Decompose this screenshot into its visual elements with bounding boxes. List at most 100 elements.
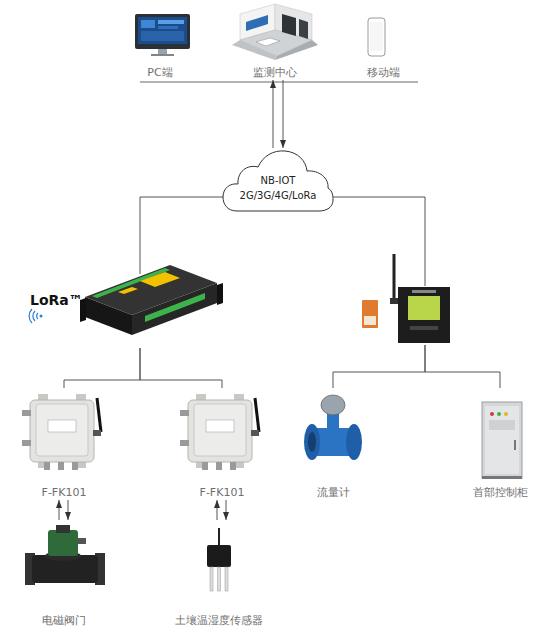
node-caption: 土壤温湿度传感器 bbox=[175, 614, 263, 628]
connector bbox=[64, 348, 140, 388]
terminal-box bbox=[97, 398, 101, 432]
pc-monitor bbox=[135, 14, 190, 49]
connector bbox=[425, 345, 500, 388]
connector bbox=[273, 80, 274, 148]
field-controller bbox=[362, 254, 450, 343]
client-bar bbox=[140, 82, 418, 83]
lora-logo-icon bbox=[40, 315, 43, 318]
terminal-node: F-FK101 bbox=[176, 388, 268, 500]
field-controller bbox=[408, 296, 440, 320]
mobile-client-node: 移动端 bbox=[350, 10, 416, 80]
pc-client-node: PC端 bbox=[115, 10, 205, 80]
node-caption: F-FK101 bbox=[200, 486, 245, 500]
controller-node bbox=[358, 286, 453, 345]
lora-gateway bbox=[145, 293, 205, 322]
field-controller bbox=[398, 287, 450, 343]
node-caption: 首部控制柜 bbox=[473, 486, 528, 500]
node-caption: F-FK101 bbox=[42, 486, 87, 500]
mobile-phone bbox=[368, 18, 385, 56]
pc-monitor bbox=[151, 54, 174, 56]
pc-monitor bbox=[141, 20, 155, 28]
cloud-shape bbox=[223, 151, 333, 211]
edge-group bbox=[59, 80, 500, 520]
network-cloud: NB-IOT2G/3G/4G/LoRa bbox=[223, 148, 333, 212]
node-caption: 监测中心 bbox=[253, 66, 297, 80]
node-caption: 流量计 bbox=[317, 486, 350, 500]
terminal-box bbox=[30, 400, 94, 462]
lora-gateway bbox=[140, 272, 180, 287]
soil-sensor bbox=[218, 567, 221, 591]
connector bbox=[283, 80, 284, 148]
control-cabinet bbox=[485, 406, 519, 474]
control-cabinet bbox=[497, 412, 501, 416]
flow-meter bbox=[321, 395, 345, 415]
lora-gateway bbox=[80, 265, 223, 335]
soil-sensor bbox=[218, 528, 220, 545]
terminal-box bbox=[48, 420, 76, 432]
solenoid-valve bbox=[48, 530, 78, 556]
terminal-box bbox=[22, 440, 31, 446]
monitoring-room bbox=[282, 14, 296, 36]
monitoring-room bbox=[232, 4, 318, 60]
control-cabinet bbox=[482, 402, 522, 478]
terminal-box bbox=[22, 394, 101, 470]
connector bbox=[68, 500, 69, 520]
terminal-box bbox=[22, 410, 31, 416]
monitoring-room bbox=[299, 19, 308, 39]
valve-node: 电磁阀门 bbox=[18, 520, 110, 628]
pc-monitor bbox=[158, 26, 178, 29]
terminal-box bbox=[72, 462, 78, 470]
terminal-box bbox=[36, 404, 88, 456]
solenoid-valve bbox=[78, 538, 86, 544]
mobile-phone bbox=[370, 22, 383, 51]
mobile-phone bbox=[368, 18, 385, 56]
soil-sensor bbox=[225, 567, 228, 591]
field-controller bbox=[410, 326, 438, 330]
pc-monitor bbox=[158, 49, 167, 54]
control-cabinet bbox=[482, 402, 522, 479]
terminal-node: F-FK101 bbox=[18, 388, 110, 500]
soil-sensor bbox=[210, 567, 213, 591]
flow-meter bbox=[346, 424, 362, 460]
field-controller bbox=[362, 300, 378, 328]
field-controller bbox=[393, 254, 396, 300]
lora-logo-icon bbox=[37, 313, 38, 319]
lora-logo-icon bbox=[29, 309, 32, 323]
field-controller bbox=[412, 290, 436, 293]
connector bbox=[140, 348, 222, 388]
terminal-box bbox=[58, 462, 64, 470]
logo-text: LoRa™ bbox=[30, 292, 83, 308]
cabinet-node: 首部控制柜 bbox=[458, 388, 542, 500]
lora-gateway bbox=[217, 283, 223, 305]
monitoring-room bbox=[232, 40, 277, 60]
node-caption: 电磁阀门 bbox=[42, 614, 86, 628]
pc-monitor bbox=[138, 17, 187, 44]
flow-meter bbox=[304, 424, 320, 460]
solenoid-valve bbox=[25, 525, 105, 585]
lora-logo-icon bbox=[29, 309, 42, 323]
gateway-node: LoRa™ bbox=[22, 274, 220, 348]
control-cabinet bbox=[482, 476, 522, 479]
solenoid-valve bbox=[56, 525, 70, 533]
field-controller bbox=[390, 298, 398, 304]
connector bbox=[59, 500, 60, 520]
field-controller bbox=[364, 316, 376, 325]
soil-sensor bbox=[207, 528, 231, 591]
monitoring-room bbox=[246, 15, 268, 31]
client-bar bbox=[140, 82, 418, 83]
monitoring-room bbox=[275, 40, 318, 60]
flow-meter bbox=[308, 432, 316, 452]
flow-meter-node: 流量计 bbox=[295, 388, 371, 500]
control-cabinet bbox=[490, 412, 494, 416]
soil-sensor bbox=[207, 545, 231, 567]
network-label: NB-IOT bbox=[261, 173, 296, 188]
connector bbox=[140, 197, 223, 274]
lora-gateway bbox=[118, 287, 138, 294]
lora-logo-icon bbox=[33, 311, 35, 321]
lora-gateway bbox=[85, 265, 217, 315]
sensor-node: 土壤温湿度传感器 bbox=[160, 520, 278, 628]
